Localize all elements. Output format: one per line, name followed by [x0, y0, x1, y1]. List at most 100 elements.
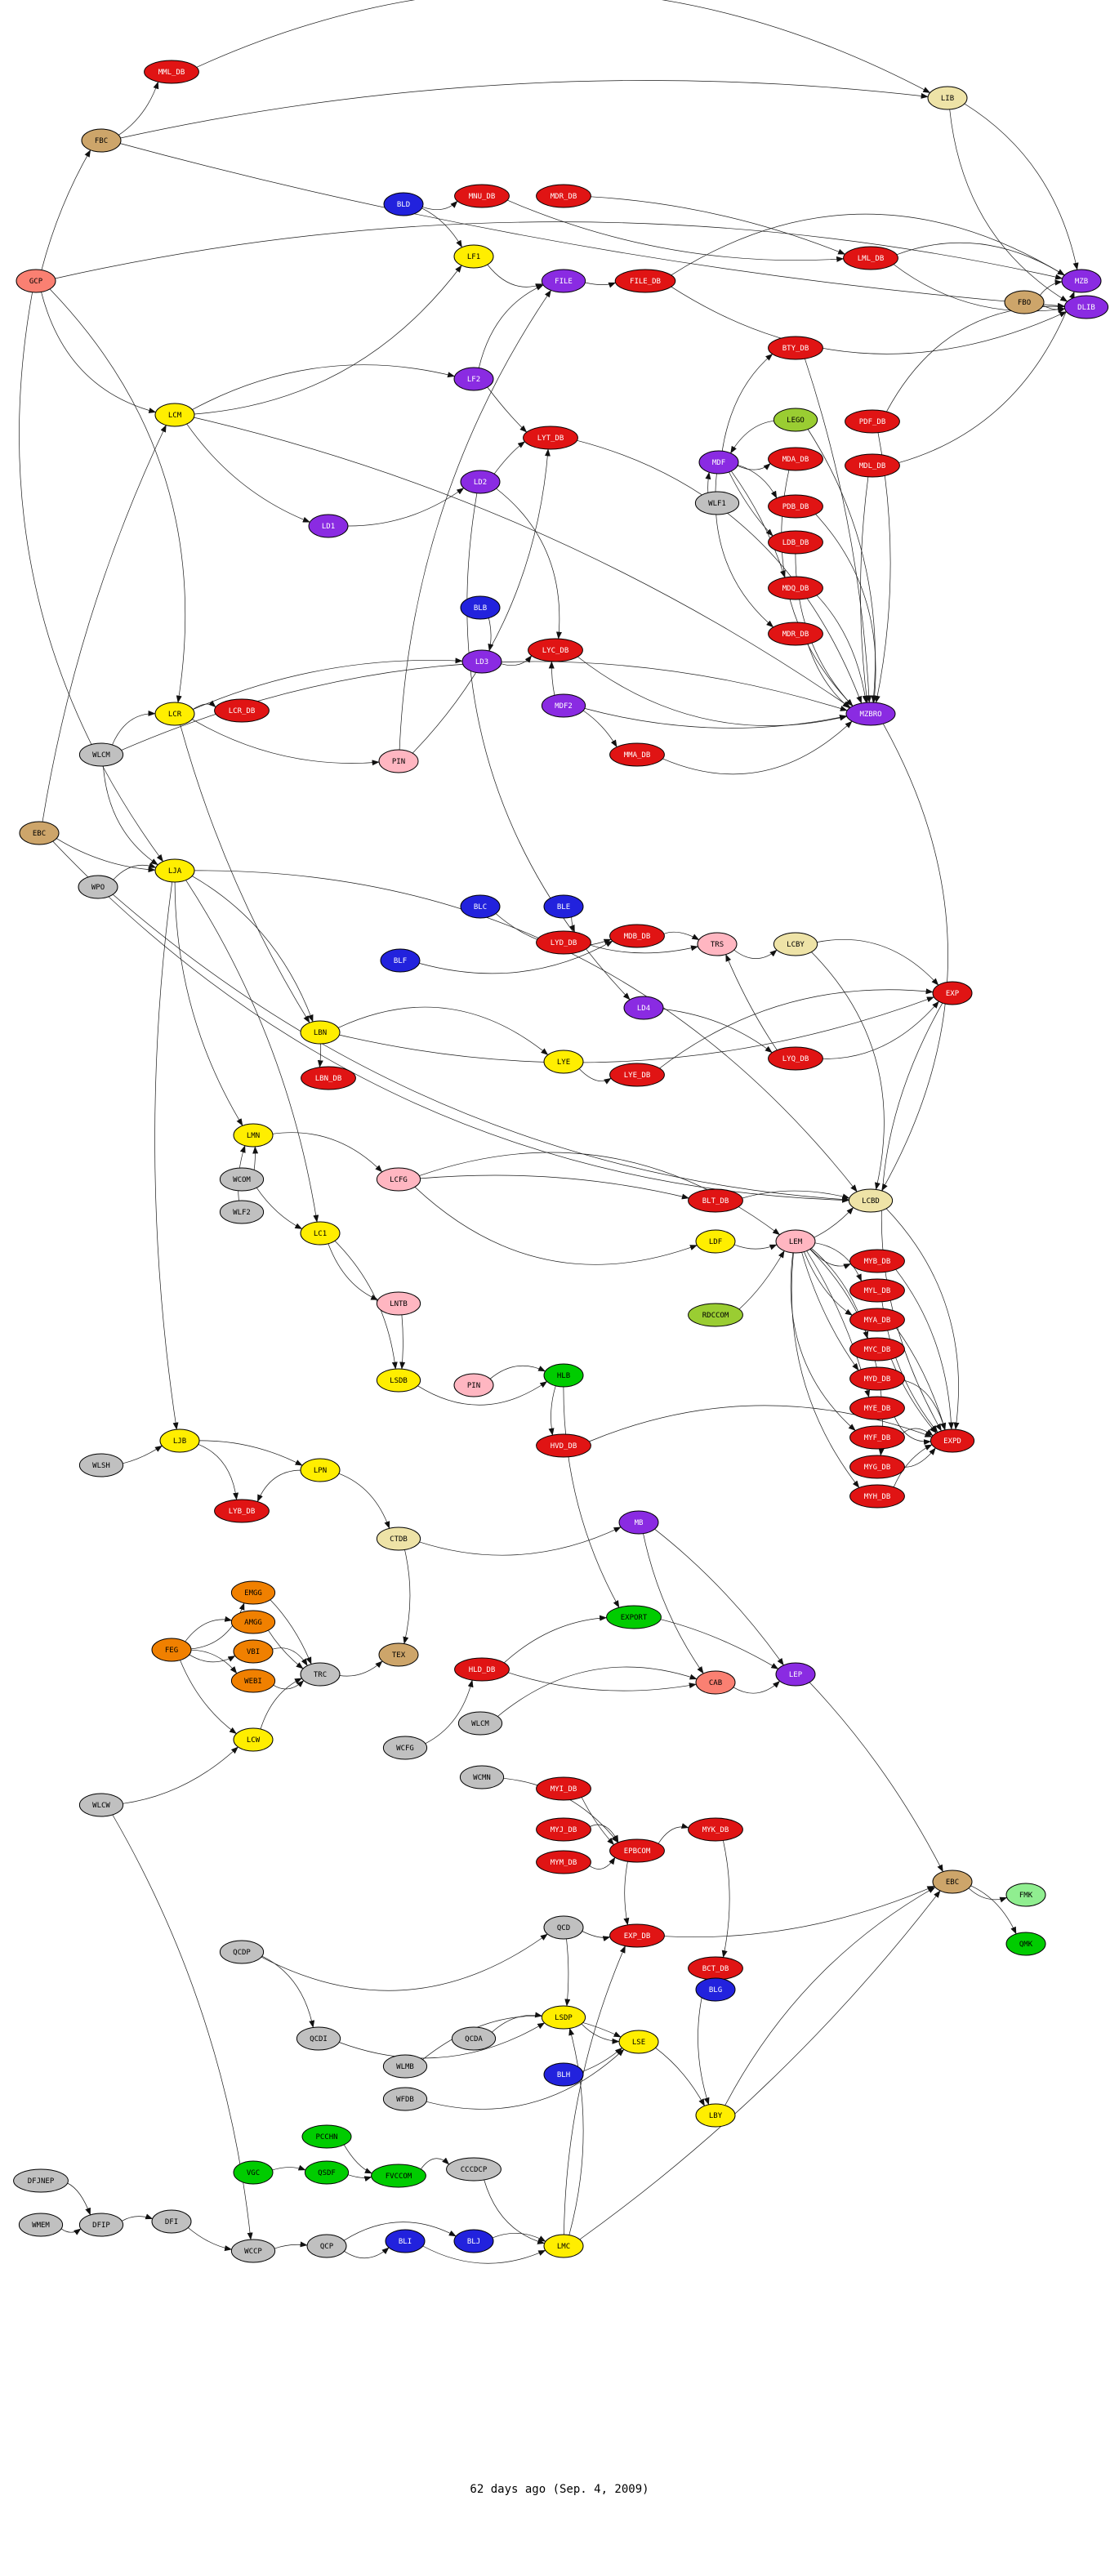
- node-ellipse[interactable]: [154, 858, 195, 883]
- node-dfjnep[interactable]: DFJNEP: [13, 2168, 69, 2193]
- node-file_db[interactable]: FILE_DB: [614, 269, 676, 293]
- node-bl6[interactable]: BLI: [385, 2229, 426, 2253]
- node-lib[interactable]: LIB: [927, 86, 968, 110]
- node-ellipse[interactable]: [233, 1639, 274, 1664]
- node-hld_db[interactable]: HLD_DB: [454, 1657, 510, 1682]
- node-ellipse[interactable]: [775, 1229, 816, 1254]
- node-ellipse[interactable]: [849, 1278, 905, 1303]
- node-ellipse[interactable]: [300, 1458, 341, 1482]
- node-ld3[interactable]: LD3: [461, 649, 502, 674]
- node-ld4[interactable]: LD4: [623, 996, 664, 1020]
- node-ellipse[interactable]: [460, 470, 501, 494]
- node-lcm[interactable]: LCM: [154, 403, 195, 427]
- node-myl2_db[interactable]: MYM_DB: [536, 1850, 591, 1874]
- node-ellipse[interactable]: [768, 622, 823, 646]
- node-bty_db[interactable]: BTY_DB: [768, 336, 823, 360]
- node-mb[interactable]: MB: [618, 1510, 659, 1535]
- node-bl1[interactable]: BLC: [460, 894, 501, 919]
- node-blt_db[interactable]: BLT_DB: [688, 1188, 743, 1213]
- node-wcfg[interactable]: WCFG: [382, 1736, 428, 1760]
- node-ellipse[interactable]: [454, 184, 510, 208]
- node-ellipse[interactable]: [300, 1020, 341, 1045]
- node-ellipse[interactable]: [382, 2054, 428, 2079]
- node-ellipse[interactable]: [385, 2229, 426, 2253]
- node-lyc_db[interactable]: LYC_DB: [528, 638, 583, 662]
- node-ellipse[interactable]: [697, 932, 738, 956]
- node-qcd[interactable]: QCD: [543, 1915, 584, 1940]
- node-dfip[interactable]: DFIP: [78, 2213, 124, 2237]
- node-exp1[interactable]: EXP: [932, 981, 973, 1005]
- node-ellipse[interactable]: [301, 1066, 356, 1090]
- node-ellipse[interactable]: [233, 1727, 274, 1752]
- node-ellipse[interactable]: [606, 1605, 662, 1629]
- node-ellipse[interactable]: [609, 1063, 665, 1087]
- node-ellipse[interactable]: [849, 1308, 905, 1332]
- node-ellipse[interactable]: [932, 981, 973, 1005]
- node-ellipse[interactable]: [543, 894, 584, 919]
- node-qmk[interactable]: QMK: [1005, 1932, 1046, 1956]
- node-ellipse[interactable]: [382, 1736, 428, 1760]
- node-ellipse[interactable]: [376, 1291, 421, 1316]
- node-pcchn[interactable]: PCCHN: [301, 2124, 352, 2149]
- node-lem[interactable]: LEM: [775, 1229, 816, 1254]
- node-lcr_db[interactable]: LCR_DB: [214, 698, 270, 723]
- node-dfi[interactable]: DFI: [151, 2209, 192, 2234]
- node-ctdb[interactable]: CTDB: [376, 1526, 421, 1551]
- node-pdb_db[interactable]: PDB_DB: [768, 494, 823, 519]
- node-tex[interactable]: TEX: [378, 1642, 419, 1667]
- node-ellipse[interactable]: [453, 244, 494, 269]
- node-ellipse[interactable]: [609, 924, 665, 948]
- node-lse[interactable]: LSE: [618, 2030, 659, 2054]
- node-lby[interactable]: LBY: [695, 2103, 736, 2128]
- node-lcby[interactable]: LCBY: [773, 932, 818, 956]
- node-ellipse[interactable]: [159, 1428, 200, 1453]
- node-ellipse[interactable]: [154, 403, 195, 427]
- node-ellipse[interactable]: [768, 336, 823, 360]
- node-fmk[interactable]: FMK: [1005, 1883, 1046, 1907]
- node-mye_db[interactable]: MYE_DB: [849, 1396, 905, 1420]
- node-bl2[interactable]: BLE: [543, 894, 584, 919]
- node-blb1[interactable]: BLD: [383, 192, 424, 216]
- node-mya_db[interactable]: MYA_DB: [849, 1308, 905, 1332]
- node-lbn_db[interactable]: LBN_DB: [301, 1066, 356, 1090]
- node-wccp[interactable]: WCCP: [230, 2239, 276, 2263]
- node-wlcw[interactable]: WLCW: [78, 1793, 124, 1817]
- node-lpn[interactable]: LPN: [300, 1458, 341, 1482]
- node-ellipse[interactable]: [230, 1669, 276, 1693]
- node-lyb_db[interactable]: LYB_DB: [214, 1499, 270, 1523]
- node-ellipse[interactable]: [849, 1484, 905, 1509]
- node-ellipse[interactable]: [457, 1711, 503, 1736]
- node-ellipse[interactable]: [214, 698, 270, 723]
- node-ellipse[interactable]: [1005, 1883, 1046, 1907]
- node-bl3[interactable]: BLF: [380, 948, 421, 973]
- node-ellipse[interactable]: [932, 1870, 973, 1894]
- node-ellipse[interactable]: [460, 894, 501, 919]
- node-ellipse[interactable]: [78, 1453, 124, 1477]
- node-ellipse[interactable]: [536, 1776, 591, 1801]
- node-mdr_db[interactable]: MDR_DB: [536, 184, 591, 208]
- node-ellipse[interactable]: [376, 1526, 421, 1551]
- node-wpo[interactable]: WPO: [78, 875, 118, 899]
- node-ellipse[interactable]: [541, 2005, 586, 2030]
- node-epbcom[interactable]: EPBCOM: [609, 1838, 665, 1863]
- node-ellipse[interactable]: [695, 2103, 736, 2128]
- node-mdf[interactable]: MDF: [698, 450, 739, 475]
- node-ellipse[interactable]: [16, 269, 56, 293]
- node-mnu_db[interactable]: MNU_DB: [454, 184, 510, 208]
- node-ellipse[interactable]: [151, 2209, 192, 2234]
- node-ellipse[interactable]: [849, 1249, 905, 1273]
- node-ellipse[interactable]: [775, 1662, 816, 1687]
- node-hvd_db[interactable]: HVD_DB: [536, 1433, 591, 1458]
- node-mda_db[interactable]: MDA_DB: [768, 447, 823, 471]
- node-ldb_db[interactable]: LDB_DB: [768, 530, 823, 555]
- node-ellipse[interactable]: [688, 1188, 743, 1213]
- node-ellipse[interactable]: [219, 1200, 265, 1224]
- node-myh_db[interactable]: MYH_DB: [849, 1484, 905, 1509]
- node-myd_db[interactable]: MYD_DB: [849, 1366, 905, 1391]
- node-wlcm[interactable]: WLCM: [78, 742, 124, 767]
- node-ellipse[interactable]: [695, 1977, 736, 2002]
- node-ellipse[interactable]: [614, 269, 676, 293]
- node-trc[interactable]: TRC: [300, 1662, 341, 1687]
- node-ellipse[interactable]: [694, 491, 740, 515]
- node-lye[interactable]: LYE: [543, 1050, 584, 1074]
